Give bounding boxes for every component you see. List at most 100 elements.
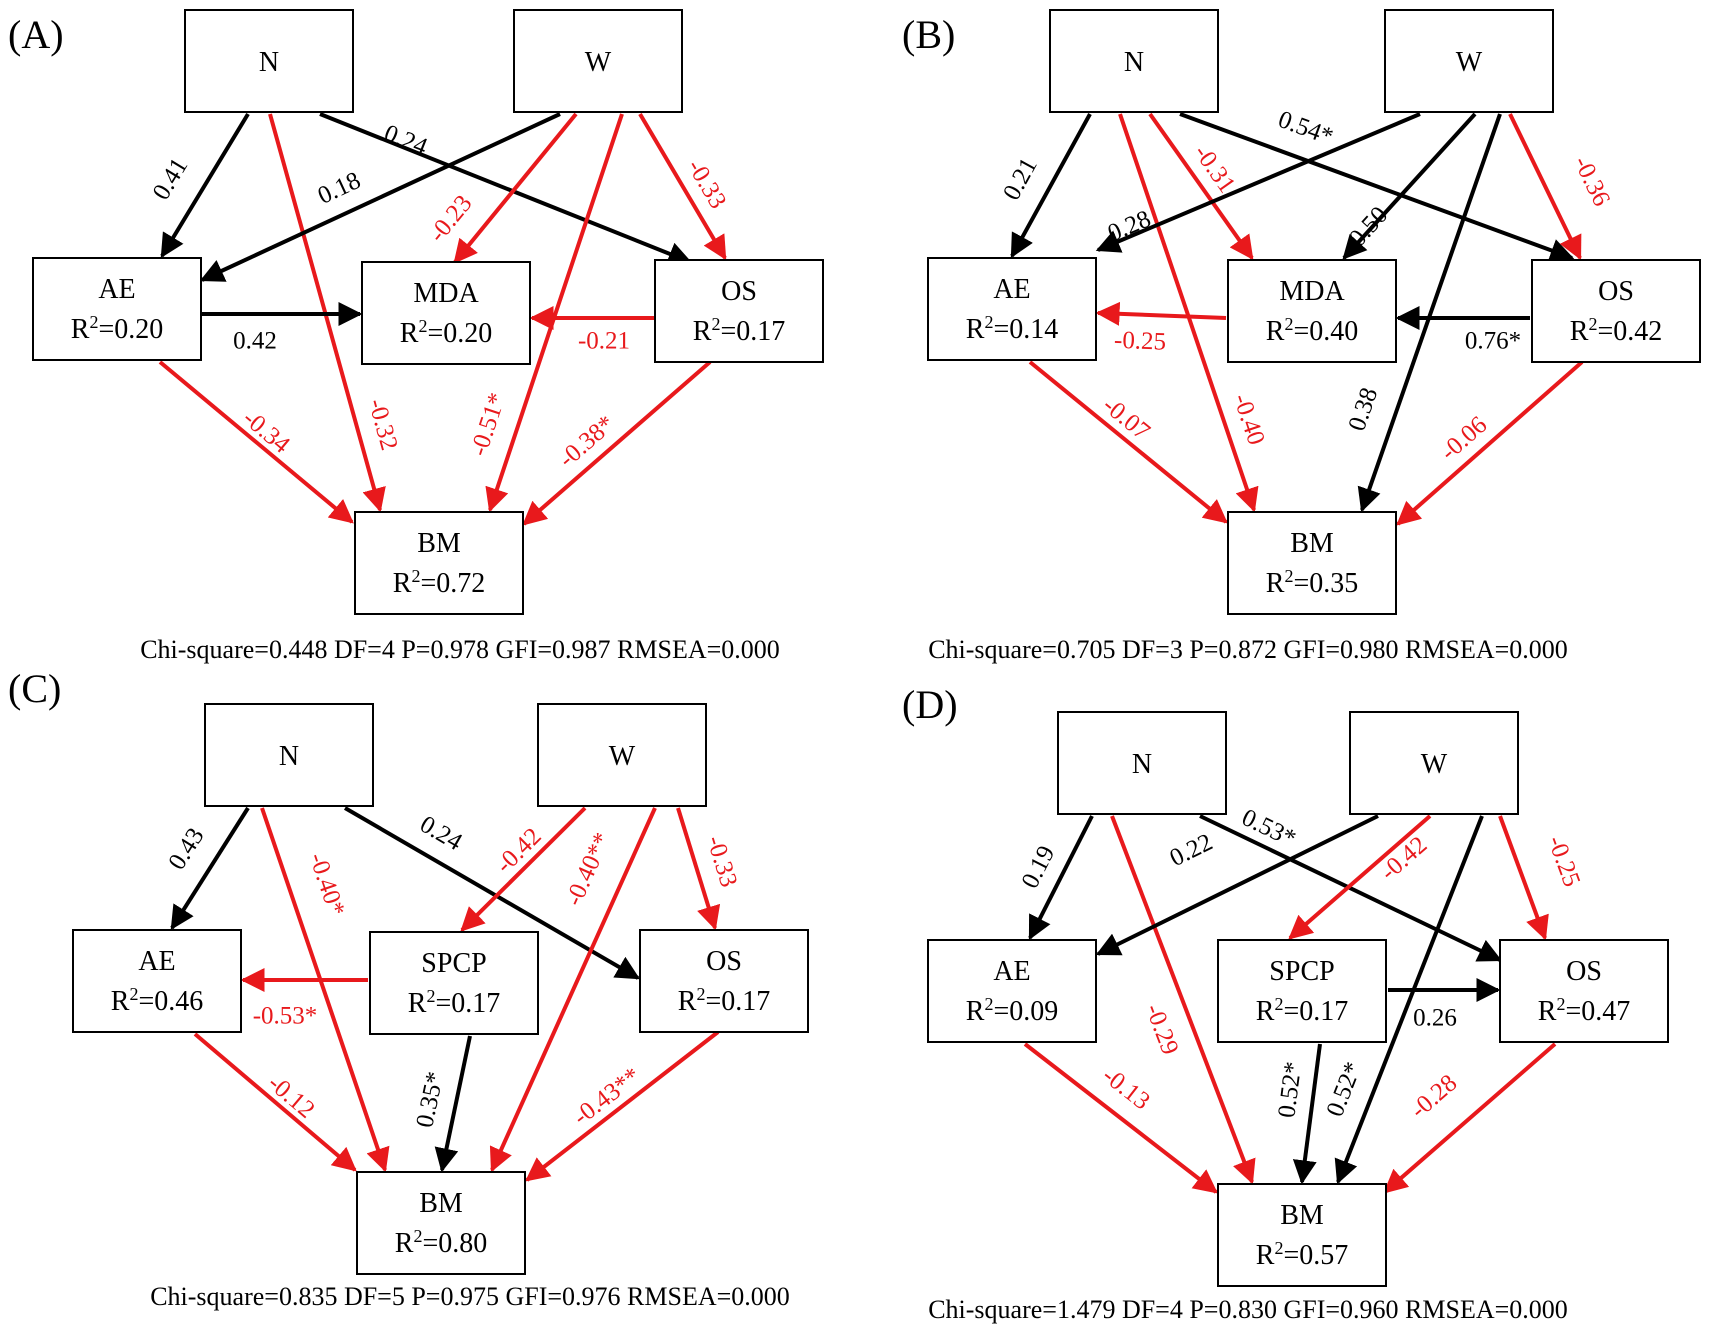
node-box [1217,939,1387,1043]
path-w-to-os: -0.36 [1508,113,1615,261]
path-coefficient: -0.32 [363,396,403,453]
path-coefficient: -0.33 [682,155,732,214]
path-arrow [1292,1043,1322,1185]
path-coefficient: 0.42 [233,328,277,355]
node-box [1217,1183,1387,1287]
path-coefficient: 0.53* [1238,804,1300,853]
path-n-to-os: 0.24 [319,112,693,266]
node-box [356,1171,526,1275]
node-r2-value: =0.42 [1597,316,1662,347]
path-arrow [1148,112,1254,260]
path-ae-to-mda: 0.42 [202,302,363,355]
node-box [927,257,1097,361]
model-fit-statistics: Chi-square=1.479 DF=4 P=0.830 GFI=0.960 … [928,1295,1568,1324]
panel-label: (B) [902,12,955,57]
node-w: W [1384,9,1554,113]
node-r2-value: =0.46 [138,986,203,1017]
path-coefficient: 0.21 [998,153,1043,204]
path-coefficient: 0.52* [1321,1058,1367,1120]
path-coefficient: 0.38 [1343,384,1383,434]
path-arrow [1179,112,1575,262]
node-n: N [1057,711,1227,815]
path-spcp-to-bm: 0.35* [411,1035,472,1173]
path-coefficient: -0.36 [1568,152,1615,211]
path-mda-to-ae: -0.25 [1095,301,1227,356]
path-coefficient: -0.53* [253,1003,318,1030]
path-arrow [319,112,693,266]
path-n-to-ae: 0.21 [998,113,1092,259]
path-arrow [638,112,727,261]
node-box [1531,259,1701,363]
node-r2: R2=0.20 [400,316,492,349]
path-n-to-ae: 0.41 [148,112,250,259]
node-name: W [609,741,636,772]
path-arrow [1028,815,1094,941]
node-box [1049,9,1219,113]
node-r2: R2=0.17 [678,984,770,1017]
node-name: MDA [413,278,479,309]
path-coefficient: -0.06 [1435,411,1492,466]
node-r2-value: =0.17 [720,316,785,347]
path-arrow [453,112,578,264]
path-n-to-bm: -0.40* [260,807,390,1173]
node-box [1227,259,1397,363]
path-coefficient: 0.41 [148,153,194,204]
path-arrow [1095,301,1227,326]
node-box [1227,511,1397,615]
path-coefficient: -0.40** [560,829,616,910]
path-arrow [1396,360,1584,526]
path-arrow [199,112,561,282]
path-coefficient: -0.28 [1405,1069,1462,1124]
path-coefficient: 0.19 [1016,842,1060,893]
path-coefficient: -0.42 [1375,831,1432,886]
node-name: N [1132,749,1152,780]
node-name: AE [993,274,1030,305]
path-arrow [1357,113,1502,513]
node-name: N [279,741,299,772]
node-name: BM [419,1188,463,1219]
node-box [1499,939,1669,1043]
node-name: W [1456,47,1483,78]
node-r2-value: =0.40 [1293,316,1358,347]
path-coefficient: -0.40* [303,850,349,920]
path-coefficient: 0.76* [1465,328,1521,355]
node-r2-value: =0.20 [427,318,492,349]
path-coefficient: 0.22 [1166,829,1217,873]
node-name: W [1421,749,1448,780]
path-arrow [158,360,354,524]
path-ae-to-bm: -0.13 [1023,1042,1218,1194]
node-box [369,931,539,1035]
node-r2: R2=0.80 [395,1226,487,1259]
node-r2-value: =0.17 [705,986,770,1017]
node-r2: R2=0.09 [966,994,1058,1027]
node-name: OS [1598,276,1634,307]
node-r2: R2=0.47 [1538,994,1630,1027]
path-n-to-ae: 0.19 [1016,815,1094,941]
path-coefficient: -0.29 [1140,1000,1184,1058]
path-os-to-mda: -0.21 [529,306,654,355]
path-coefficient: -0.38* [554,410,620,473]
node-box [361,261,531,365]
path-coefficient: 0.43 [163,823,209,874]
path-arrow [1288,814,1432,940]
node-r2: R2=0.57 [1256,1238,1348,1271]
node-r2-value: =0.35 [1293,568,1358,599]
node-box [537,703,707,807]
node-box [1384,9,1554,113]
node-w: W [1349,711,1519,815]
node-ae: AE R2=0.09 [927,939,1097,1043]
node-r2: R2=0.46 [111,984,203,1017]
path-coefficient: 0.26 [1413,1005,1457,1032]
node-name: AE [993,956,1030,987]
path-arrow [1383,1042,1557,1194]
path-w-to-os: -0.25 [1498,815,1585,941]
node-r2: R2=0.40 [1266,314,1358,347]
node-name: AE [98,274,135,305]
